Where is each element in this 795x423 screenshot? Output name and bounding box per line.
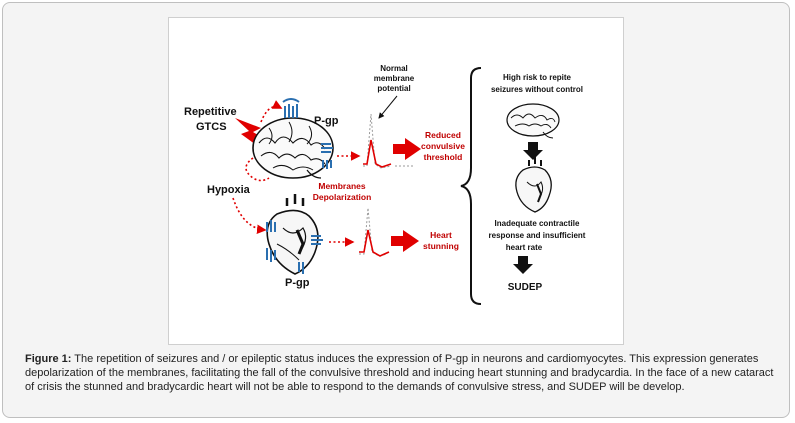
figure-diagram: Repetitive GTCS P-gp [184, 64, 586, 305]
label-normal-3: potential [377, 84, 410, 93]
label-normal-2: membrane [374, 74, 415, 83]
caption-text: The repetition of seizures and / or epil… [25, 353, 774, 394]
small-brain-icon [506, 103, 560, 139]
label-heart-1: Heart [430, 230, 452, 240]
figure-frame: Repetitive GTCS P-gp [2, 2, 790, 418]
pgp-channel-icon [321, 143, 333, 169]
label-membranes-2: Depolarization [313, 192, 372, 202]
label-reduced-3: threshold [424, 152, 463, 162]
label-reduced-2: convulsive [421, 141, 465, 151]
label-repetitive: Repetitive [184, 106, 237, 118]
arrow-hypoxia-to-heart [232, 197, 267, 235]
pgp-channel-icon [282, 98, 300, 118]
action-potential-top [363, 113, 413, 169]
label-risk-2: seizures without control [491, 85, 583, 94]
label-heart-2: stunning [423, 241, 459, 251]
label-sudep: SUDEP [508, 282, 543, 293]
label-hypoxia: Hypoxia [207, 184, 251, 196]
black-arrow-down-2 [513, 256, 533, 274]
arrow-brain-loop [245, 157, 270, 182]
label-pgp-bottom: P-gp [285, 277, 310, 289]
label-pgp-top: P-gp [314, 115, 339, 127]
black-arrow-down-1 [523, 142, 543, 160]
curly-brace [460, 67, 482, 305]
figure-caption: Figure 1: The repetition of seizures and… [25, 352, 777, 395]
label-normal-1: Normal [380, 64, 408, 73]
pgp-channel-icon [266, 220, 323, 274]
caption-label: Figure 1: [25, 353, 72, 365]
brain-icon [252, 117, 334, 179]
heart-icon [266, 194, 319, 275]
lightning-bolt-icon [235, 118, 273, 150]
small-heart-icon [515, 156, 552, 213]
label-gtcs: GTCS [196, 121, 227, 133]
label-reduced-1: Reduced [425, 130, 461, 140]
big-arrow-top [393, 138, 421, 160]
figure-panel: Repetitive GTCS P-gp [168, 17, 624, 345]
big-arrow-bottom [391, 230, 419, 252]
label-inadequate-1: Inadequate contractile [495, 219, 580, 228]
label-membranes-1: Membranes [318, 181, 366, 191]
label-risk-1: High risk to repite [503, 73, 572, 82]
label-inadequate-3: heart rate [506, 243, 543, 252]
action-potential-bottom [359, 207, 390, 257]
arrow-normal-pointer [378, 95, 398, 119]
label-inadequate-2: response and insufficient [489, 231, 586, 240]
